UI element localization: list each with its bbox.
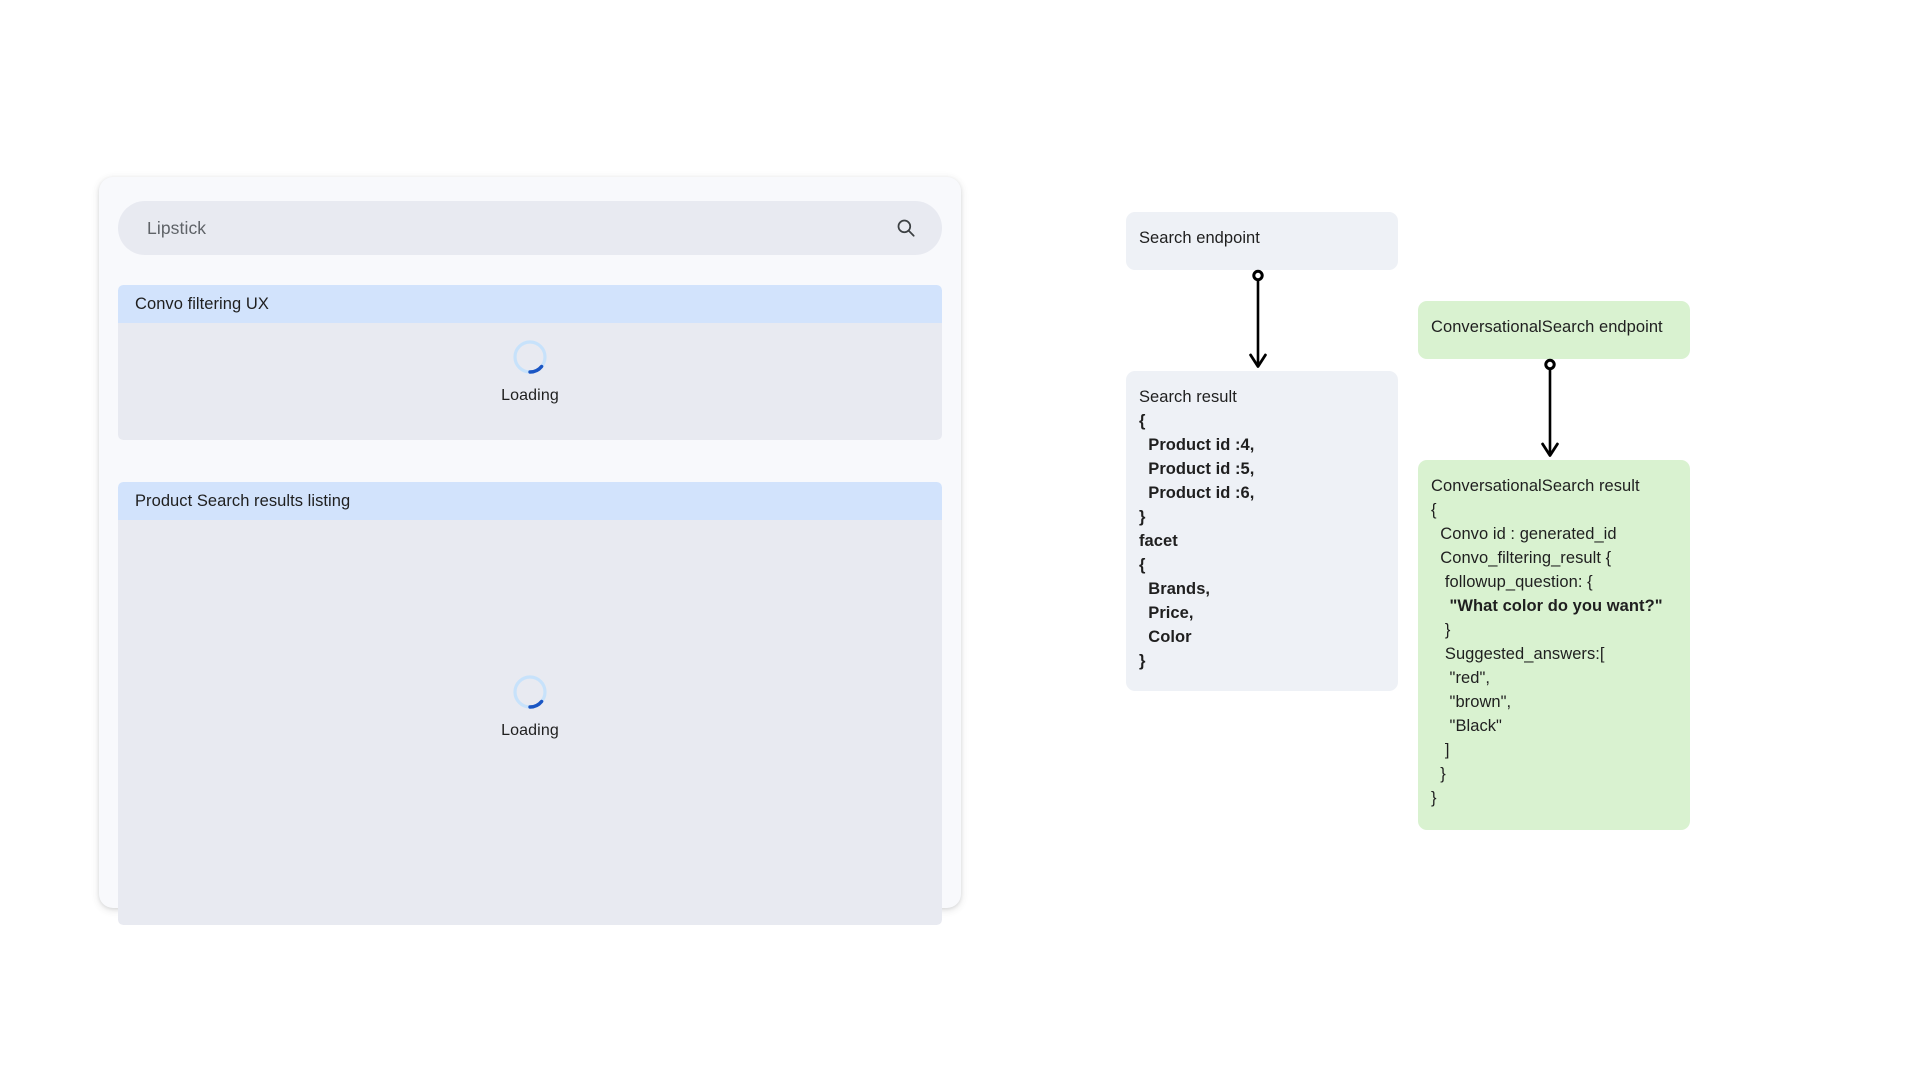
search-input-value: Lipstick — [147, 217, 207, 238]
code-line: Price, — [1139, 604, 1194, 622]
code-line: "Black" — [1431, 717, 1502, 735]
code-line: "brown", — [1431, 693, 1512, 711]
connector-start-dot-icon — [1252, 269, 1264, 282]
loading-label: Loading — [501, 722, 559, 739]
loading-indicator: Loading — [118, 672, 942, 740]
node-title: ConversationalSearch endpoint — [1431, 318, 1663, 336]
code-line: facet — [1139, 532, 1178, 550]
node-title: Search endpoint — [1139, 229, 1260, 247]
section-header: Product Search results listing — [118, 482, 942, 520]
section-header: Convo filtering UX — [118, 285, 942, 323]
node-search-result[interactable]: Search result { Product id :4, Product i… — [1126, 371, 1398, 691]
code-line: } — [1431, 621, 1451, 639]
code-line: Product id :4, — [1139, 436, 1255, 454]
down-arrow-icon — [1249, 353, 1267, 368]
code-line: "What color do you want?" — [1431, 597, 1663, 615]
node-title: ConversationalSearch result — [1431, 477, 1640, 495]
node-title: Search result — [1139, 388, 1237, 406]
node-conversational-search-endpoint[interactable]: ConversationalSearch endpoint — [1418, 301, 1690, 359]
section-title: Convo filtering UX — [135, 294, 269, 313]
loading-indicator: Loading — [118, 337, 942, 405]
search-icon[interactable] — [895, 217, 917, 239]
code-line: { — [1139, 556, 1146, 574]
code-line: } — [1431, 765, 1446, 783]
code-line: Product id :5, — [1139, 460, 1255, 478]
section-body: Loading — [118, 520, 942, 925]
code-line: followup_question: { — [1431, 573, 1593, 591]
app-mockup-card: Lipstick Convo filtering UX Loading — [99, 177, 961, 925]
spinner-icon — [513, 675, 547, 709]
connector-start-dot-icon — [1544, 358, 1556, 371]
code-line: } — [1431, 789, 1437, 807]
code-line: "red", — [1431, 669, 1490, 687]
down-arrow-icon — [1541, 442, 1559, 457]
connector-search-flow — [1249, 269, 1267, 368]
section-body: Loading — [118, 323, 942, 440]
section-convo-filtering-ux: Convo filtering UX Loading — [118, 285, 942, 440]
code-line: Brands, — [1139, 580, 1211, 598]
node-search-endpoint[interactable]: Search endpoint — [1126, 212, 1398, 270]
code-line: Color — [1139, 628, 1192, 646]
code-line: ] — [1431, 741, 1450, 759]
node-code-block: { Convo id : generated_id Convo_filterin… — [1431, 498, 1677, 810]
code-line: Convo id : generated_id — [1431, 525, 1617, 543]
section-title: Product Search results listing — [135, 491, 351, 510]
connector-conversational-search-flow — [1541, 358, 1559, 457]
node-conversational-search-result[interactable]: ConversationalSearch result { Convo id :… — [1418, 460, 1690, 830]
loading-label: Loading — [501, 387, 559, 404]
code-line: Product id :6, — [1139, 484, 1255, 502]
node-code-block: { Product id :4, Product id :5, Product … — [1139, 409, 1385, 673]
section-product-search-results-listing: Product Search results listing Loading — [118, 482, 942, 925]
code-line: { — [1139, 412, 1146, 430]
search-input[interactable]: Lipstick — [118, 201, 942, 255]
code-line: Suggested_answers:[ — [1431, 645, 1605, 663]
code-line: } — [1139, 652, 1146, 670]
code-line: { — [1431, 501, 1437, 519]
code-line: Convo_filtering_result { — [1431, 549, 1612, 567]
code-line: } — [1139, 508, 1146, 526]
spinner-icon — [513, 340, 547, 374]
